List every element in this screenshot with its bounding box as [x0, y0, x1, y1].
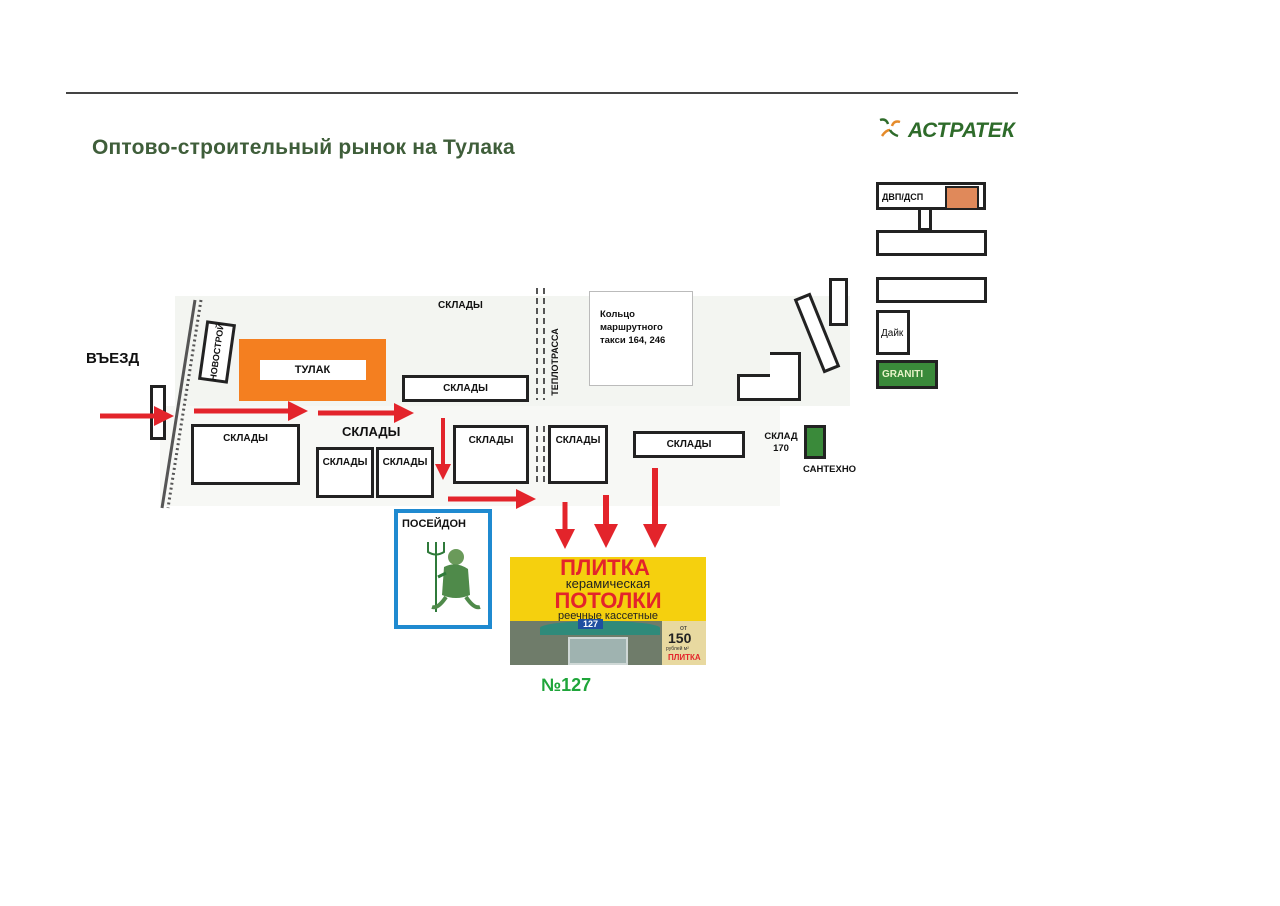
- building-label: СКЛАДЫ: [468, 435, 514, 446]
- graniti-label: GRANITI: [882, 369, 924, 380]
- door-number: 127: [578, 619, 604, 629]
- building-right-2: [876, 277, 987, 303]
- building-label: СКЛАДЫ: [666, 439, 712, 450]
- building-connector: [918, 207, 932, 231]
- poseidon-label: ПОСЕЙДОН: [402, 518, 466, 530]
- novostroy-label: НОВОСТРОЙ: [208, 322, 226, 382]
- taxi-ring: Кольцо маршрутного такси 164, 246: [589, 291, 693, 386]
- dayk-label: Дайк: [881, 328, 904, 339]
- building-small: [829, 278, 848, 326]
- building-label: СКЛАДЫ: [223, 433, 268, 444]
- dvp-block: [945, 186, 979, 210]
- taxi-ring-label: Кольцо маршрутного такси 164, 246: [600, 309, 666, 346]
- price-unit: рублей м²: [666, 646, 689, 652]
- teplotrassa-label: ТЕПЛОТРАССА: [550, 328, 561, 396]
- logo: АСТРАТЕК: [876, 116, 1015, 145]
- store-sign-photo: ПЛИТКА керамическая ПОТОЛКИ реечные касс…: [510, 557, 706, 665]
- entrance-label: ВЪЕЗД: [86, 350, 140, 367]
- teplotrassa-label-wrap: ТЕПЛОТРАССА: [530, 328, 580, 396]
- building-right-1: [876, 230, 987, 256]
- building-sklady-3: СКЛАДЫ: [376, 447, 434, 498]
- building-graniti: GRANITI: [876, 360, 938, 389]
- building-dvp-dsp: ДВП/ДСП: [876, 182, 986, 210]
- building-sklady-1: СКЛАДЫ: [191, 424, 300, 485]
- tulak-label: ТУЛАК: [259, 360, 366, 380]
- sign-line-2: керамическая: [565, 576, 651, 591]
- storefront-window: [568, 637, 628, 665]
- santehno-label: САНТЕХНО: [803, 464, 857, 475]
- small-sign: ПЛИТКА: [668, 653, 701, 662]
- logo-text: АСТРАТЕК: [908, 118, 1015, 142]
- building-label: СКЛАДЫ: [443, 383, 488, 394]
- poseidon-trident-icon: [427, 542, 481, 612]
- sklady-big-label: СКЛАДЫ: [342, 424, 401, 439]
- building-sklady-5: СКЛАДЫ: [548, 425, 608, 484]
- price-panel: от 150 рублей м² ПЛИТКА: [662, 621, 706, 665]
- page-title: Оптово-строительный рынок на Тулака: [92, 136, 515, 159]
- building-sklady-top: СКЛАДЫ: [402, 375, 529, 402]
- entrance-gate: [150, 385, 166, 440]
- price-value: 150: [668, 630, 692, 646]
- sklady-top-label: СКЛАДЫ: [438, 300, 483, 311]
- building-label: СКЛАДЫ: [555, 435, 601, 446]
- building-label: СКЛАДЫ: [382, 457, 428, 468]
- building-tulak: ТУЛАК: [239, 339, 386, 401]
- building-step-upper: [770, 352, 801, 401]
- top-rule: [66, 92, 1018, 94]
- building-sklady-2: СКЛАДЫ: [316, 447, 374, 498]
- poseidon-store: ПОСЕЙДОН: [394, 509, 492, 629]
- building-step: [737, 374, 773, 401]
- sign-line-3: ПОТОЛКИ: [554, 588, 662, 613]
- store-number-label: №127: [541, 675, 592, 695]
- sklad-170-label: СКЛАД 170: [764, 431, 798, 454]
- sign-line-1: ПЛИТКА: [560, 557, 650, 580]
- dvp-dsp-label: ДВП/ДСП: [882, 192, 924, 202]
- astratek-logo-icon: [876, 116, 904, 145]
- price-from: от: [680, 625, 687, 632]
- building-label: СКЛАДЫ: [322, 457, 368, 468]
- building-santehno: [804, 425, 826, 459]
- building-dayk: Дайк: [876, 310, 910, 355]
- building-sklady-6: СКЛАДЫ: [633, 431, 745, 458]
- building-sklady-4: СКЛАДЫ: [453, 425, 529, 484]
